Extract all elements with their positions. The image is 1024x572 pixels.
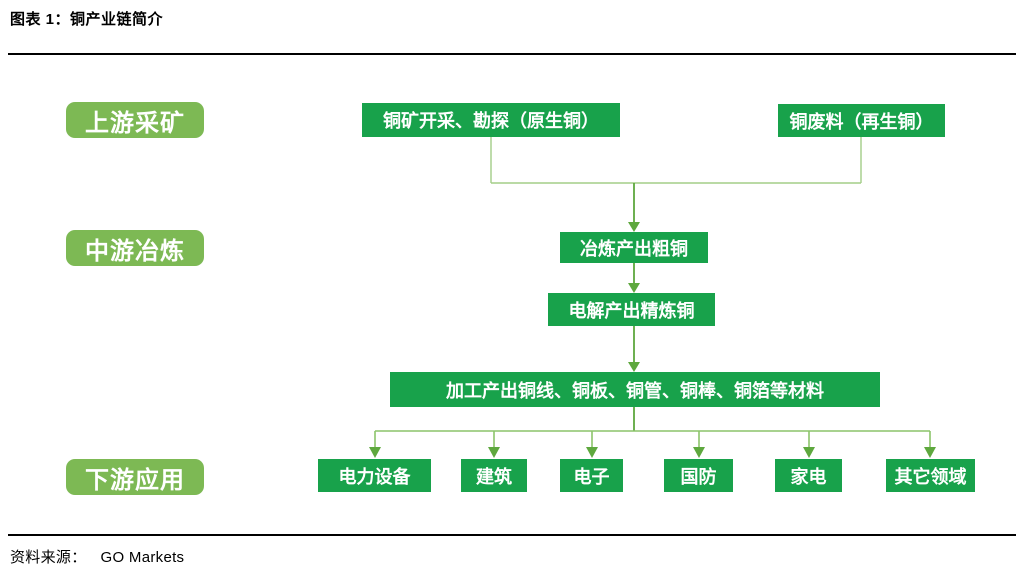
node-app-defense: 国防 [664, 459, 733, 492]
node-smelt-blister: 冶炼产出粗铜 [560, 232, 708, 263]
source-note: 资料来源： GO Markets [10, 546, 184, 567]
node-app-other-fields: 其它领域 [886, 459, 975, 492]
node-electro-refined: 电解产出精炼铜 [548, 293, 715, 326]
stage-downstream-apps: 下游应用 [66, 459, 204, 495]
node-app-home-appliance: 家电 [775, 459, 842, 492]
node-copper-scrap: 铜废料（再生铜） [778, 104, 945, 137]
stage-upstream-mining: 上游采矿 [66, 102, 204, 138]
stage-midstream-smelting: 中游冶炼 [66, 230, 204, 266]
source-value: GO Markets [100, 549, 185, 566]
distributor-arrowheads [369, 447, 936, 458]
node-processed-materials: 加工产出铜线、铜板、铜管、铜棒、铜箔等材料 [390, 372, 880, 407]
top-divider-line [8, 53, 1016, 55]
bottom-divider-line [8, 534, 1016, 536]
node-app-construction: 建筑 [461, 459, 527, 492]
node-app-electronics: 电子 [560, 459, 623, 492]
merge-connector [490, 137, 862, 184]
node-app-power-equipment: 电力设备 [318, 459, 431, 492]
distributor-line [374, 430, 931, 448]
node-ore-mining: 铜矿开采、勘探（原生铜） [362, 103, 620, 137]
source-label: 资料来源： [10, 549, 87, 566]
figure-title: 图表 1：铜产业链简介 [10, 11, 164, 28]
